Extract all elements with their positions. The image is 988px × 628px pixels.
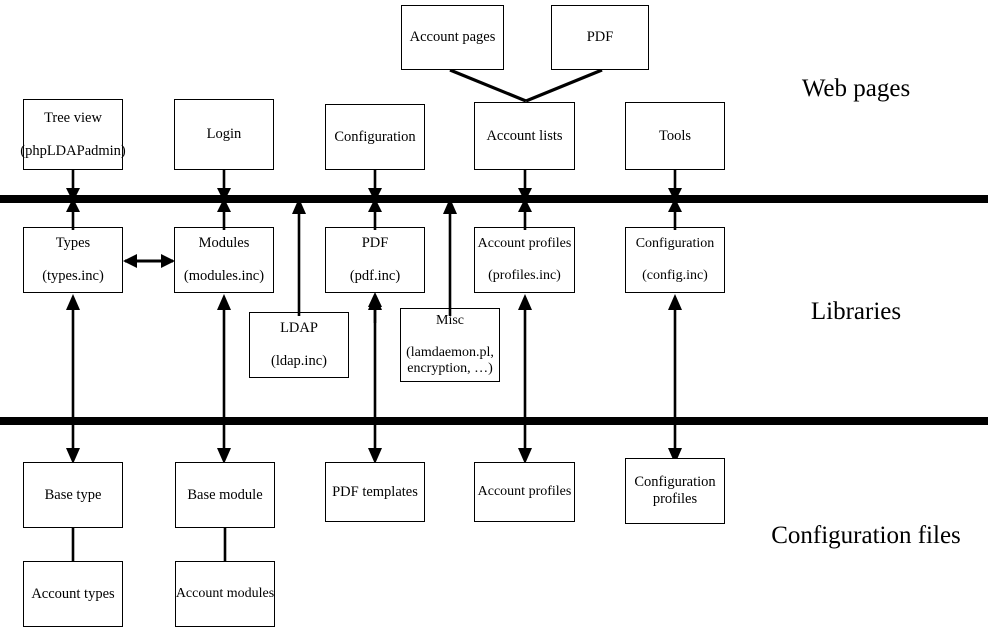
node-tree-view: Tree view (phpLDAPadmin) [20,99,126,170]
connector-types-to-base-type [63,293,83,465]
node-base-module: Base module [175,462,275,528]
node-label: PDF templates [332,483,418,500]
section-label-web-pages: Web pages [801,75,911,102]
node-configuration-page: Configuration [325,104,425,170]
node-configuration-profiles: Configuration profiles [625,458,725,524]
node-types: Types (types.inc) [23,227,123,293]
node-account-profiles-lib: Account profiles (profiles.inc) [474,227,575,293]
connector-configuration-lib-to-profiles [665,293,685,465]
connector-base-module-to-account-modules [220,527,230,563]
node-sublabel: profiles [652,491,698,507]
node-account-modules: Account modules [175,561,275,627]
connector-base-type-to-account-types [68,527,78,563]
connector-misc-to-bar [440,196,460,316]
node-sublabel: (lamdaemon.pl, encryption, …) [406,344,494,377]
node-label: LDAP [280,320,318,337]
section-label-libraries: Libraries [810,298,902,325]
node-label: Configuration [334,128,416,145]
node-label: Types [55,235,91,252]
node-modules: Modules (modules.inc) [174,227,274,293]
node-label: Tree view [44,109,102,126]
node-label: Modules [198,235,250,252]
node-label: Account types [31,585,115,602]
connector-configuration-page-to-bar [365,170,385,204]
node-ldap: LDAP (ldap.inc) [249,312,349,378]
node-label: Login [206,126,242,143]
connector-pdf-lib-to-pdf-templates [365,293,385,465]
node-label: Configuration [635,235,715,251]
connector-modules-to-bar [214,196,234,230]
connector-account-profiles-lib-to-bar [515,196,535,230]
node-label: Account lists [486,127,563,144]
node-label: Misc [436,312,464,328]
node-label: Account pages [409,29,496,46]
connector-pdf-lib-to-bar [365,196,385,230]
node-sublabel: (ldap.inc) [271,353,327,369]
connector-login-to-bar [214,170,234,204]
node-login: Login [174,99,274,170]
node-account-profiles-file: Account profiles [474,462,575,522]
node-pdf-lib: PDF (pdf.inc) [325,227,425,293]
connector-account-lists-to-bar [515,170,535,204]
node-pdf-templates: PDF templates [325,462,425,522]
node-label: Account profiles [477,235,572,251]
node-account-pages: Account pages [401,5,504,70]
node-label: Tools [658,127,692,144]
node-sublabel: (phpLDAPadmin) [20,142,126,159]
node-sublabel: (pdf.inc) [349,268,401,284]
node-tools: Tools [625,102,725,170]
connector-account-pages-to-account-lists [448,68,538,104]
node-sublabel: (config.inc) [642,268,708,283]
node-label: PDF [586,29,614,46]
node-label: Account modules [175,585,275,601]
connector-modules-to-base-module [214,293,234,465]
node-label: Configuration [634,474,716,491]
section-label-configuration-files: Configuration files [771,522,961,549]
node-base-type: Base type [23,462,123,528]
connector-ldap-to-bar [289,196,309,316]
node-sublabel: (profiles.inc) [488,268,561,283]
connector-tools-to-bar [665,170,685,204]
connector-types-to-bar [63,196,83,230]
node-pdf-source: PDF [551,5,649,70]
node-label: Base module [187,486,263,503]
connector-tree-view-to-bar [63,170,83,204]
node-label: PDF [361,235,389,252]
node-misc: Misc (lamdaemon.pl, encryption, …) [400,308,500,382]
node-account-lists: Account lists [474,102,575,170]
library-config-separator [0,417,988,425]
node-sublabel: (types.inc) [42,268,104,284]
node-sublabel: (modules.inc) [183,268,265,284]
node-label: Base type [44,486,102,503]
connector-account-profiles-lib-to-file [515,293,535,465]
node-configuration-lib: Configuration (config.inc) [625,227,725,293]
web-library-separator [0,195,988,203]
connector-types-modules-bidirectional [121,250,177,272]
node-account-types: Account types [23,561,123,627]
connector-pdf-source-to-account-lists [524,68,614,104]
connector-configuration-lib-to-bar [665,196,685,230]
node-label: Account profiles [477,483,572,499]
